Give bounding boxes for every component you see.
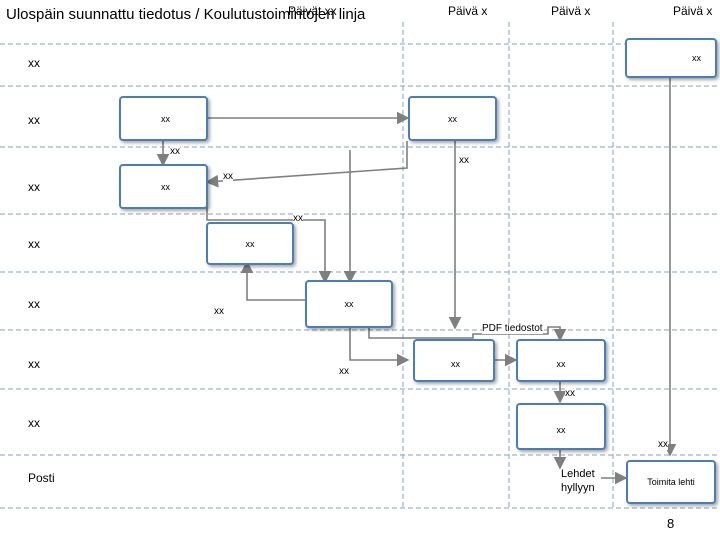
process-box-row3: xx bbox=[119, 164, 208, 209]
process-box-top-right: xx bbox=[625, 38, 717, 78]
page-title: Ulospäin suunnattu tiedotus / Koulutusto… bbox=[6, 6, 366, 23]
connector-label-4: xx bbox=[293, 213, 303, 224]
column-header-3: Päivä x bbox=[551, 4, 591, 18]
row-label-7: xx bbox=[28, 416, 40, 430]
process-box-row7: xx bbox=[516, 403, 606, 450]
column-header-4: Päivä x bbox=[673, 4, 713, 18]
row-label-posti: Posti bbox=[28, 471, 55, 485]
row-label-6: xx bbox=[28, 357, 40, 371]
connector-label-lehdet: Lehdet hyllyyn bbox=[561, 467, 601, 495]
connector-label-3: xx bbox=[223, 171, 233, 182]
column-header-2: Päivä x bbox=[448, 4, 488, 18]
row-label-1: xx bbox=[28, 56, 40, 70]
row-label-4: xx bbox=[28, 237, 40, 251]
connector-label-5: xx bbox=[214, 306, 224, 317]
connector-label-7: xx bbox=[339, 366, 349, 377]
process-box-row6-right: xx bbox=[516, 339, 606, 382]
process-box-row4: xx bbox=[206, 222, 294, 265]
process-box-row2-right: xx bbox=[408, 96, 497, 141]
connector-label-1: xx bbox=[170, 146, 180, 157]
connector-label-9: xx bbox=[658, 439, 668, 450]
connector-label-2: xx bbox=[459, 155, 469, 166]
process-box-row5: xx bbox=[305, 280, 393, 328]
page-number: 8 bbox=[667, 516, 675, 531]
row-label-5: xx bbox=[28, 297, 40, 311]
process-box-row2-left: xx bbox=[119, 96, 208, 141]
process-box-toimita-lehti: Toimita lehti bbox=[626, 460, 716, 504]
row-label-3: xx bbox=[28, 180, 40, 194]
column-header-1: Päivät xx bbox=[288, 4, 337, 18]
connector-label-pdf: PDF tiedostot bbox=[482, 323, 543, 334]
process-box-row6-left: xx bbox=[413, 339, 495, 382]
row-label-2: xx bbox=[28, 113, 40, 127]
connector-label-8: xx bbox=[565, 388, 575, 399]
